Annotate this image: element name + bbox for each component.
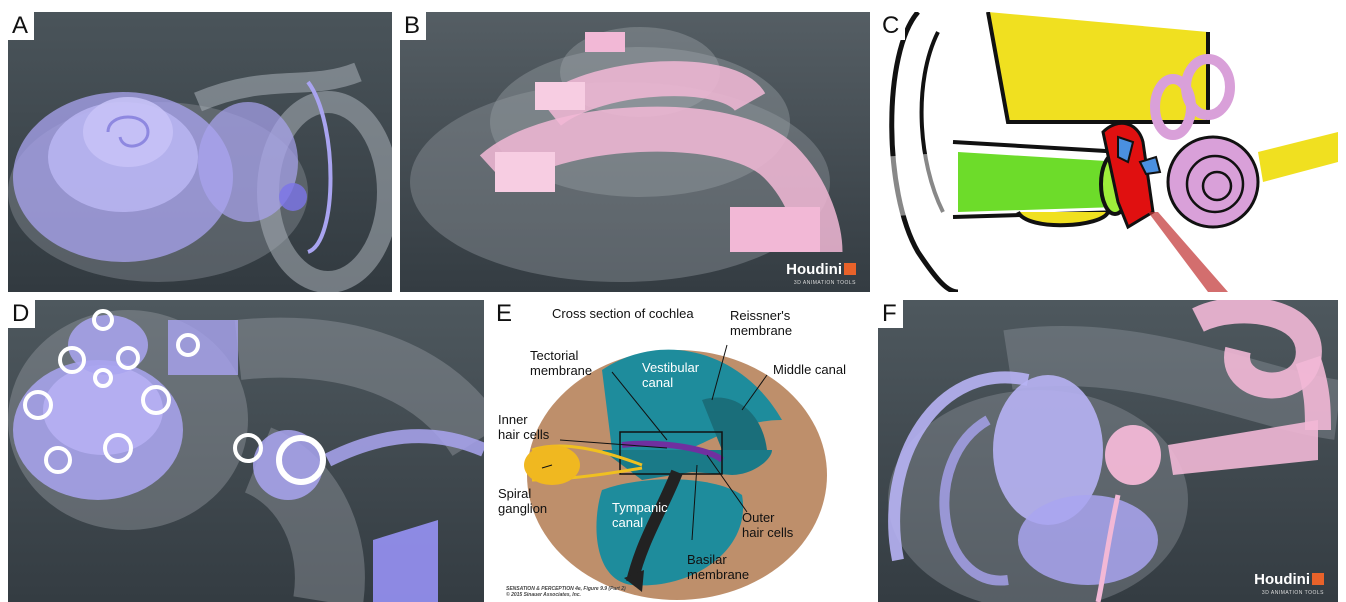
panel-f: Houdini 3D ANIMATION TOOLS F [878,300,1338,602]
cochlea-cross-section-diagram [492,300,870,602]
panel-a: A [8,12,392,292]
panel-e: Cross section of cochlea Reissner's memb… [492,300,870,602]
panel-label-e: E [492,300,518,328]
panel-c: C [878,12,1338,292]
houdini-logo-icon [844,263,856,275]
label-reissners-membrane: Reissner's membrane [730,308,792,338]
label-spiral-ganglion: Spiral ganglion [498,486,547,516]
ear-anatomy-illustration-c [878,12,1338,292]
label-middle-canal: Middle canal [773,362,846,377]
cochlea-illustration-b [400,12,870,292]
panel-label-a: A [8,12,34,40]
label-outer-hair-cells: Outer hair cells [742,510,793,540]
panel-b: Houdini 3D ANIMATION TOOLS B [400,12,870,292]
label-tympanic-canal: Tympanic canal [612,500,668,530]
panel-d: D [8,300,484,602]
panel-label-b: B [400,12,426,40]
figure-footnote: SENSATION & PERCEPTION 4e, Figure 9.9 (P… [506,586,626,598]
label-basilar-membrane: Basilar membrane [687,552,749,582]
watermark-subtitle: 3D ANIMATION TOOLS [794,280,856,286]
label-vestibular-canal: Vestibular canal [642,360,699,390]
label-inner-hair-cells: Inner hair cells [498,412,549,442]
label-tectorial-membrane: Tectorial membrane [530,348,592,378]
diagram-title: Cross section of cochlea [552,306,694,321]
panel-label-c: C [878,12,905,40]
houdini-logo-icon [1312,573,1324,585]
houdini-watermark: Houdini [1254,571,1324,588]
inner-ear-illustration-f [878,300,1338,602]
panel-label-f: F [878,300,903,328]
watermark-subtitle: 3D ANIMATION TOOLS [1262,590,1324,596]
inner-ear-illustration-a [8,12,392,292]
cochlea-flow-illustration-d [8,300,484,602]
panel-label-d: D [8,300,35,328]
houdini-watermark: Houdini [786,261,856,278]
